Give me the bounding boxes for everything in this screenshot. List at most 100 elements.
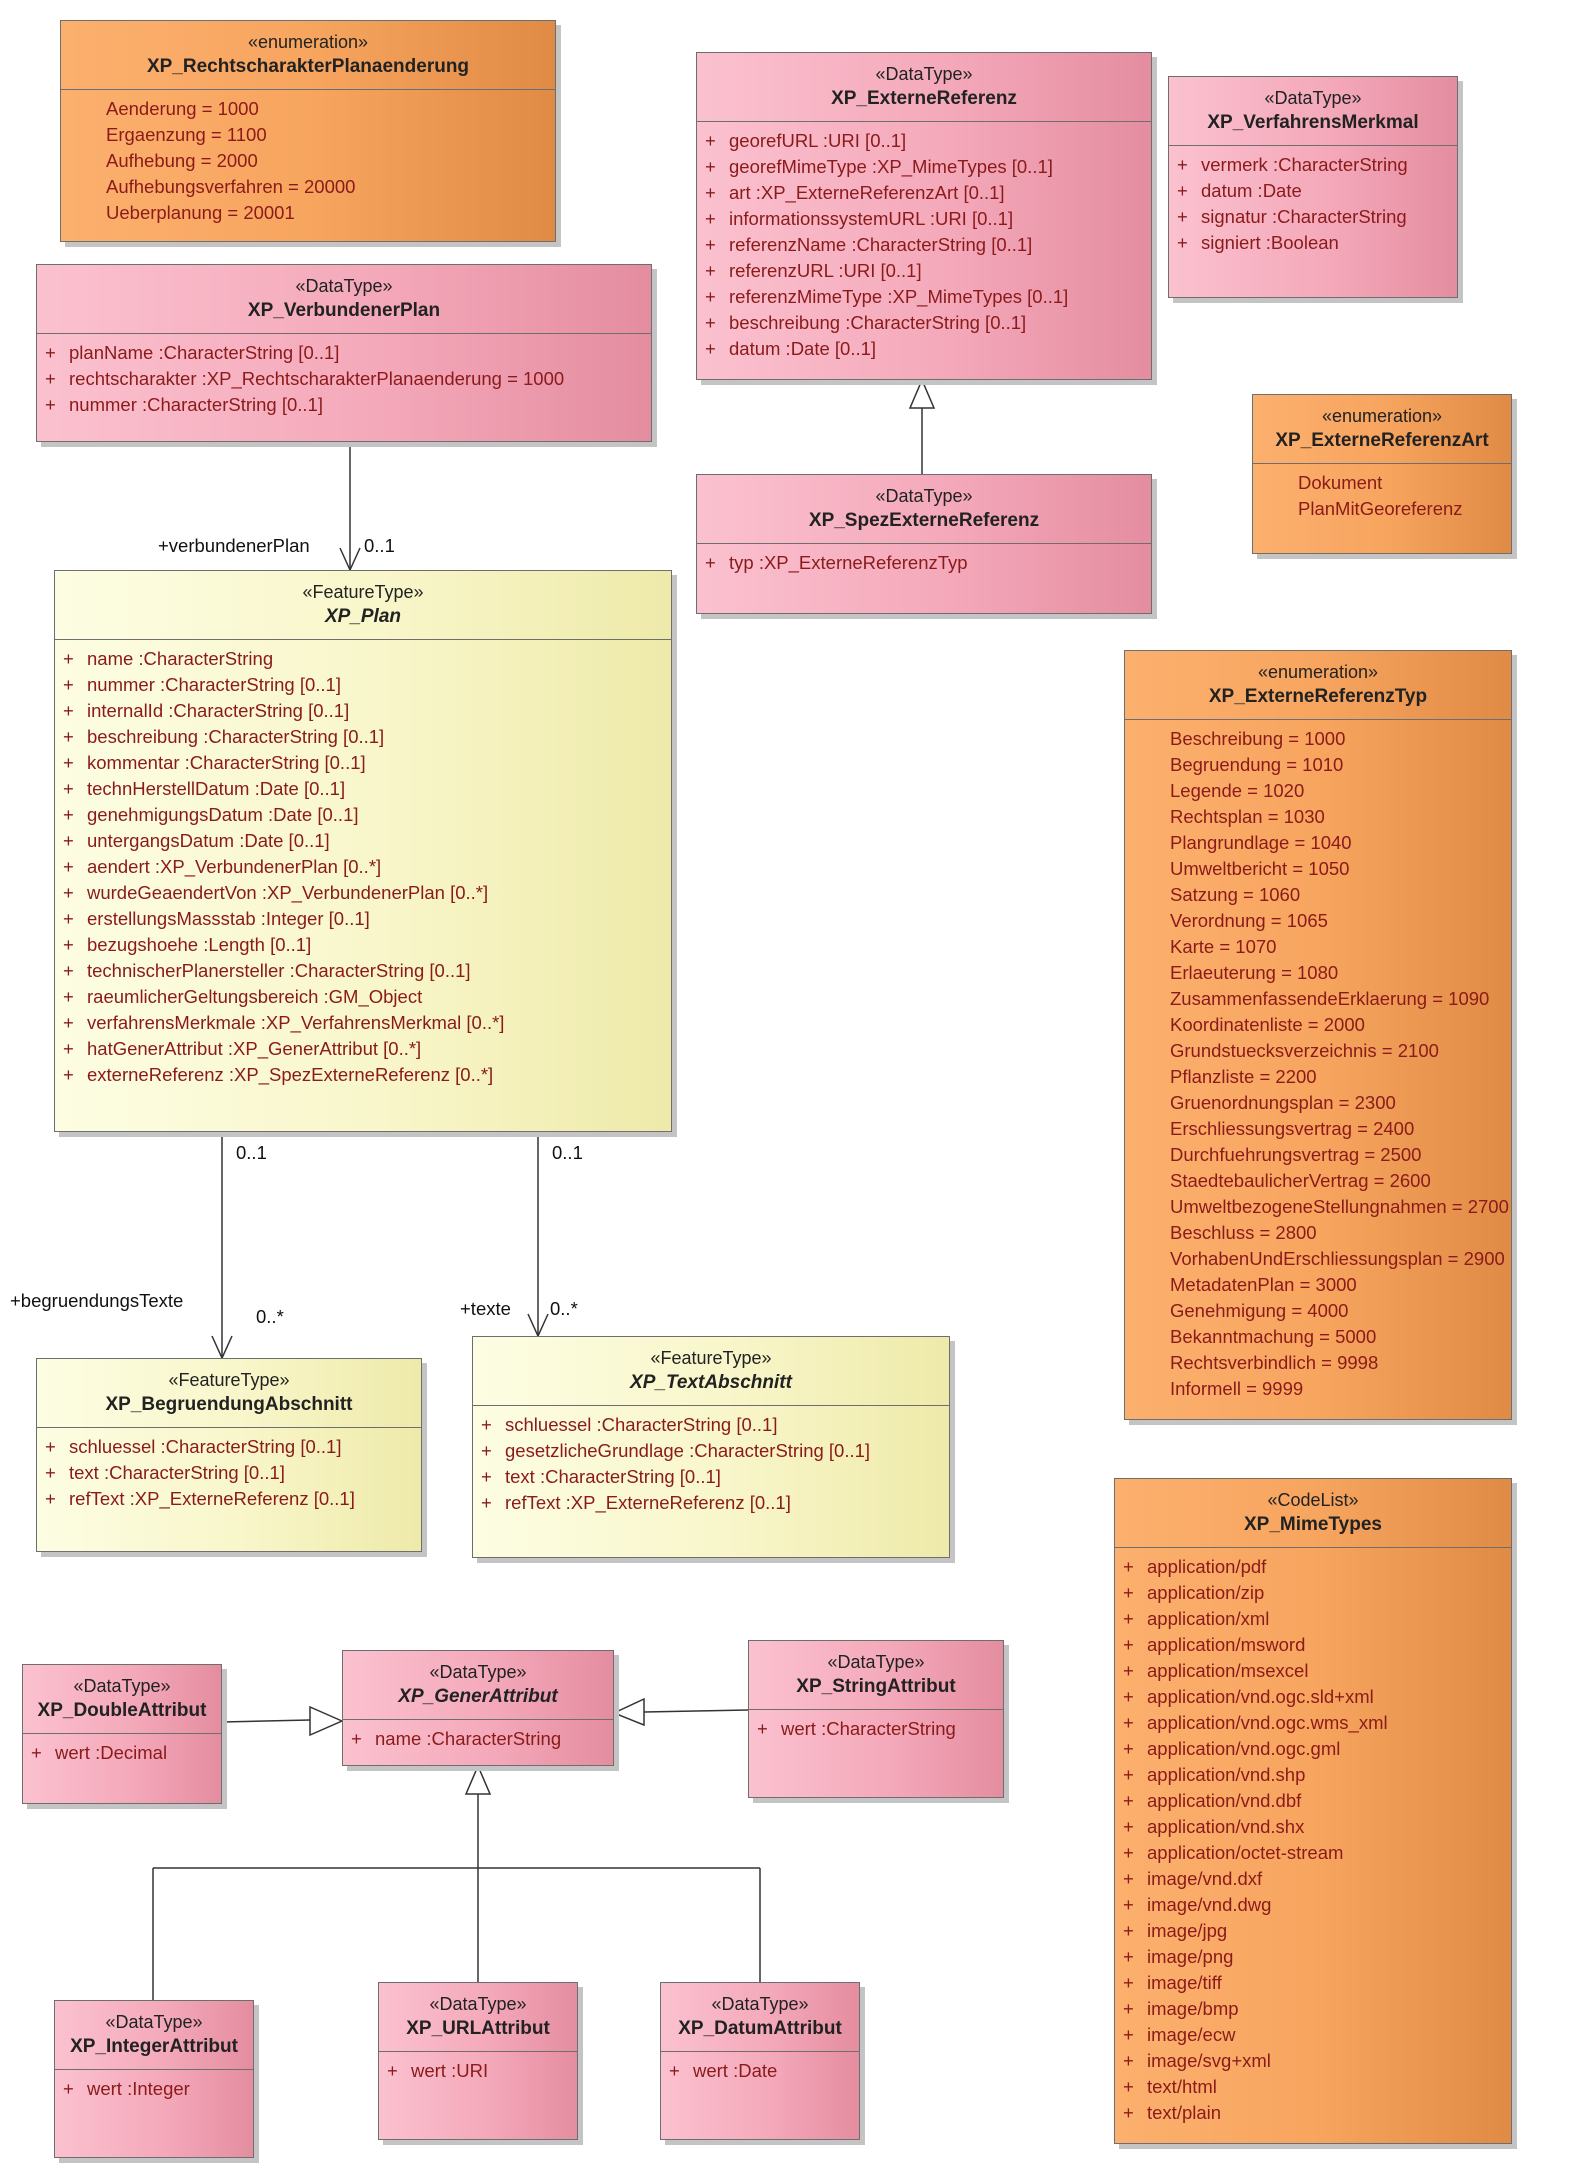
stereotype-label: «DataType» <box>429 1662 527 1682</box>
class-name: XP_DatumAttribut <box>678 2018 842 2039</box>
enum-value: Aufhebungsverfahren = 20000 <box>106 176 356 197</box>
attribute-row: +application/vnd.dbf <box>1123 1790 1302 1811</box>
class-rechtscharakter-planaenderung: «enumeration» XP_RechtscharakterPlanaend… <box>60 20 556 242</box>
attribute-row: +text/plain <box>1123 2102 1222 2123</box>
enum-value: Umweltbericht = 1050 <box>1170 858 1350 879</box>
class-text-abschnitt: «FeatureType» XP_TextAbschnitt +schluess… <box>472 1336 950 1558</box>
enum-value: MetadatenPlan = 3000 <box>1170 1274 1357 1295</box>
attribute-row: +refText :XP_ExterneReferenz [0..1] <box>45 1488 355 1509</box>
class-name: XP_MimeTypes <box>1244 1514 1382 1535</box>
enum-value: Beschreibung = 1000 <box>1170 728 1346 749</box>
class-header: «CodeList» XP_MimeTypes <box>1115 1479 1511 1548</box>
arrowhead-texte <box>527 1313 549 1338</box>
stereotype-label: «DataType» <box>875 486 973 506</box>
class-verfahrens-merkmal: «DataType» XP_VerfahrensMerkmal +vermerk… <box>1168 76 1458 298</box>
class-header: «enumeration» XP_ExterneReferenzTyp <box>1125 651 1511 720</box>
attribute-row: +georefURL :URI [0..1] <box>705 130 907 151</box>
generalization-triangle-double <box>309 1705 344 1737</box>
attribute-row: +rechtscharakter :XP_RechtscharakterPlan… <box>45 368 565 389</box>
class-header: «DataType» XP_VerfahrensMerkmal <box>1169 77 1457 146</box>
class-header: «FeatureType» XP_TextAbschnitt <box>473 1337 949 1406</box>
attribute-row: +nummer :CharacterString [0..1] <box>63 674 341 695</box>
class-header: «FeatureType» XP_BegruendungAbschnitt <box>37 1359 421 1428</box>
stereotype-label: «DataType» <box>875 64 973 84</box>
attribute-list: +georefURL :URI [0..1] +georefMimeType :… <box>697 122 1151 368</box>
class-header: «enumeration» XP_RechtscharakterPlanaend… <box>61 21 555 90</box>
attribute-row: +signiert :Boolean <box>1177 232 1339 253</box>
attribute-row: +technHerstellDatum :Date [0..1] <box>63 778 346 799</box>
attribute-row: +wert :Date <box>669 2060 778 2081</box>
attribute-row: +erstellungsMassstab :Integer [0..1] <box>63 908 370 929</box>
attribute-row: +image/tiff <box>1123 1972 1222 1993</box>
class-string-attribut: «DataType» XP_StringAttribut +wert :Char… <box>748 1640 1004 1798</box>
multiplicity-begruendungstexte: 0..* <box>256 1306 284 1327</box>
class-header: «DataType» XP_DatumAttribut <box>661 1983 859 2052</box>
class-url-attribut: «DataType» XP_URLAttribut +wert :URI <box>378 1982 578 2140</box>
generalization-triangle-string <box>612 1697 645 1727</box>
enum-value: StaedtebaulicherVertrag = 2600 <box>1170 1170 1431 1191</box>
attribute-row: +name :CharacterString <box>351 1728 562 1749</box>
stereotype-label: «enumeration» <box>247 32 369 52</box>
class-datum-attribut: «DataType» XP_DatumAttribut +wert :Date <box>660 1982 860 2140</box>
enum-value: Beschluss = 2800 <box>1170 1222 1317 1243</box>
attribute-row: +image/jpg <box>1123 1920 1228 1941</box>
attribute-row: +signatur :CharacterString <box>1177 206 1407 227</box>
class-name: XP_VerbundenerPlan <box>247 300 441 321</box>
attribute-list: +vermerk :CharacterString +datum :Date +… <box>1169 146 1457 262</box>
class-header: «FeatureType» XP_Plan <box>55 571 671 640</box>
enum-value: Karte = 1070 <box>1170 936 1277 957</box>
class-name: XP_TextAbschnitt <box>630 1372 792 1393</box>
role-label-texte: +texte <box>460 1298 511 1319</box>
generalization-string-attribut <box>643 1709 749 1713</box>
attribute-row: +image/bmp <box>1123 1998 1239 2019</box>
class-name: XP_RechtscharakterPlanaenderung <box>146 56 470 77</box>
attribute-row: +application/vnd.shx <box>1123 1816 1305 1837</box>
attribute-row: +application/zip <box>1123 1582 1265 1603</box>
attribute-row: +datum :Date <box>1177 180 1302 201</box>
class-plan: «FeatureType» XP_Plan +name :CharacterSt… <box>54 570 672 1132</box>
enum-value: Aenderung = 1000 <box>106 98 259 119</box>
class-header: «DataType» XP_StringAttribut <box>749 1641 1003 1710</box>
class-name: XP_DoubleAttribut <box>37 1700 207 1721</box>
attribute-row: +internalId :CharacterString [0..1] <box>63 700 350 721</box>
attribute-row: +datum :Date [0..1] <box>705 338 877 359</box>
class-header: «DataType» XP_GenerAttribut <box>343 1651 613 1720</box>
class-name: XP_Plan <box>324 606 402 627</box>
attribute-list: +wert :Date <box>661 2052 859 2090</box>
attribute-row: +application/vnd.ogc.gml <box>1123 1738 1341 1759</box>
enum-value: Rechtsplan = 1030 <box>1170 806 1325 827</box>
stereotype-label: «DataType» <box>711 1994 809 2014</box>
multiplicity-texte: 0..* <box>550 1298 578 1319</box>
class-name: XP_VerfahrensMerkmal <box>1207 112 1419 133</box>
attribute-row: +image/vnd.dxf <box>1123 1868 1263 1889</box>
class-header: «enumeration» XP_ExterneReferenzArt <box>1253 395 1511 464</box>
role-label-verbundener-plan: +verbundenerPlan <box>158 535 310 556</box>
stereotype-label: «DataType» <box>1264 88 1362 108</box>
attribute-row: +referenzURL :URI [0..1] <box>705 260 922 281</box>
attribute-row: +text :CharacterString [0..1] <box>45 1462 285 1483</box>
attribute-row: +art :XP_ExterneReferenzArt [0..1] <box>705 182 1005 203</box>
attribute-row: +raeumlicherGeltungsbereich :GM_Object <box>63 986 423 1007</box>
attribute-row: +text/html <box>1123 2076 1217 2097</box>
enum-values: Aenderung = 1000 Ergaenzung = 1100 Aufhe… <box>61 90 555 232</box>
attribute-row: +image/vnd.dwg <box>1123 1894 1272 1915</box>
attribute-list: +wert :Decimal <box>23 1734 221 1772</box>
attribute-list: +application/pdf +application/zip +appli… <box>1115 1548 1511 2132</box>
attribute-row: +application/vnd.shp <box>1123 1764 1306 1785</box>
multiplicity-verbundener-plan: 0..1 <box>364 535 395 556</box>
class-header: «DataType» XP_IntegerAttribut <box>55 2001 253 2070</box>
class-spez-externe-referenz: «DataType» XP_SpezExterneReferenz +typ :… <box>696 474 1152 614</box>
class-name: XP_IntegerAttribut <box>70 2036 238 2057</box>
attribute-row: +application/msexcel <box>1123 1660 1309 1681</box>
multiplicity-begruendung-source: 0..1 <box>236 1142 267 1163</box>
role-label-begruendungstexte: +begruendungsTexte <box>10 1290 184 1311</box>
arrowhead-verbundener-plan <box>339 547 361 572</box>
enum-value: Legende = 1020 <box>1170 780 1305 801</box>
attribute-list: +planName :CharacterString [0..1] +recht… <box>37 334 651 424</box>
enum-value: VorhabenUndErschliessungsplan = 2900 <box>1170 1248 1505 1269</box>
class-externe-referenz: «DataType» XP_ExterneReferenz +georefURL… <box>696 52 1152 380</box>
stereotype-label: «enumeration» <box>1321 406 1443 426</box>
enum-value: Plangrundlage = 1040 <box>1170 832 1352 853</box>
class-header: «DataType» XP_URLAttribut <box>379 1983 577 2052</box>
